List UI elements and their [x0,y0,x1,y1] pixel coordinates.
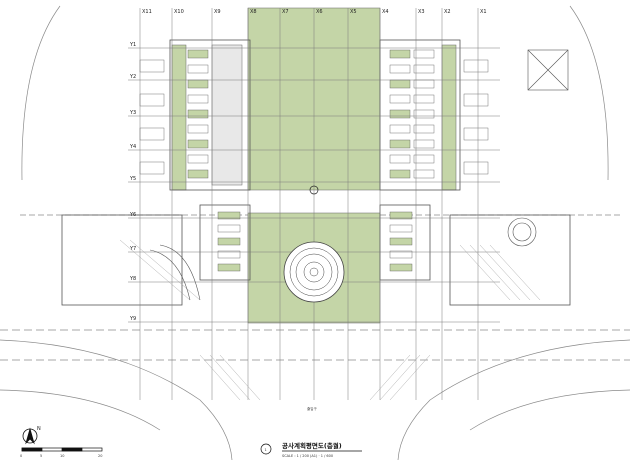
drawing-title: 공사계획평면도(층궐) [282,441,342,450]
seating-block [139,161,165,175]
seating-block [217,224,241,233]
seating-block [389,169,411,179]
seating-block [389,64,411,74]
grid-column-label: X10 [174,9,184,15]
seating-block [389,250,413,259]
seating-block [187,94,209,104]
grid-column-label: X8 [250,9,257,15]
seating-block [389,139,411,149]
hatched-courts [119,239,541,401]
seating-block [139,93,165,107]
north-arrow-icon [22,427,38,445]
seating-block [389,237,413,246]
grid-row-label: Y6 [129,212,136,218]
seating-block [389,211,413,220]
north-label: N [37,426,41,432]
seating-block [463,59,489,73]
seating-block [413,154,435,164]
seating-block [217,263,241,272]
seating-block [217,237,241,246]
seating-block [187,139,209,149]
seating-block [187,109,209,119]
seating-block [389,94,411,104]
seating-block [187,79,209,89]
column-labels: X11 X10 X9 X8 X7 X6 X5 X4 X3 X2 X1 [142,9,487,15]
seating-block [187,64,209,74]
building-wings [61,39,571,306]
central-fountain [283,241,345,303]
seating-block [413,109,435,119]
equipment-box [527,49,569,91]
scale-text: SCALE : 1 / 200 (A1) · 1 / 600 [282,454,333,458]
scale-tick-0: 0 [20,454,22,458]
seating-block [389,124,411,134]
grid-column-label: X6 [316,9,323,15]
seating-block [389,154,411,164]
scale-bar [21,447,103,452]
gate-label: 출입구 [307,406,317,411]
seating-blocks [139,49,489,272]
west-curved-seating [149,244,201,301]
seating-block [217,250,241,259]
grid-origin-marker [309,185,319,195]
seating-block [139,127,165,141]
scale-tick-2: 10 [60,454,64,458]
seating-block [389,263,413,272]
grid-column-label: X5 [350,9,357,15]
seating-block [463,93,489,107]
grid-row-label: Y8 [129,276,136,282]
structural-grid [128,8,500,400]
seating-block [463,127,489,141]
grid-column-label: X7 [282,9,289,15]
grid-column-label: X3 [418,9,425,15]
grid-row-label: Y3 [129,110,136,116]
sheet-number-bubble [260,443,272,455]
sheet-number: 1 [265,448,267,452]
seating-block [217,211,241,220]
seating-block [389,224,413,233]
west-stair [211,44,243,186]
east-curved-seating [507,217,537,247]
grid-column-label: X11 [142,9,152,15]
seating-block [463,161,489,175]
seating-block [413,64,435,74]
grid-row-label: Y9 [129,316,136,322]
seating-block [389,109,411,119]
seating-block [413,124,435,134]
scale-tick-1: 5 [40,454,42,458]
grid-column-label: X4 [382,9,389,15]
grid-column-label: X1 [480,9,487,15]
seating-block [187,124,209,134]
east-wing-paving-strip [441,44,457,191]
grid-row-label: Y7 [129,246,136,252]
seating-block [187,154,209,164]
seating-block [413,94,435,104]
seating-block [187,169,209,179]
grid-column-label: X2 [444,9,451,15]
seating-block [187,49,209,59]
grid-row-label: Y5 [129,176,136,182]
grid-row-label: Y1 [129,42,136,48]
seating-block [413,49,435,59]
seating-block [413,169,435,179]
seating-block [389,79,411,89]
seating-block [139,59,165,73]
scale-tick-3: 20 [98,454,102,458]
grid-column-label: X9 [214,9,221,15]
west-wing-paving-strip [171,44,187,191]
seating-block [413,139,435,149]
seating-block [413,79,435,89]
grid-row-label: Y4 [129,144,136,150]
grid-row-label: Y2 [129,74,136,80]
seating-block [389,49,411,59]
